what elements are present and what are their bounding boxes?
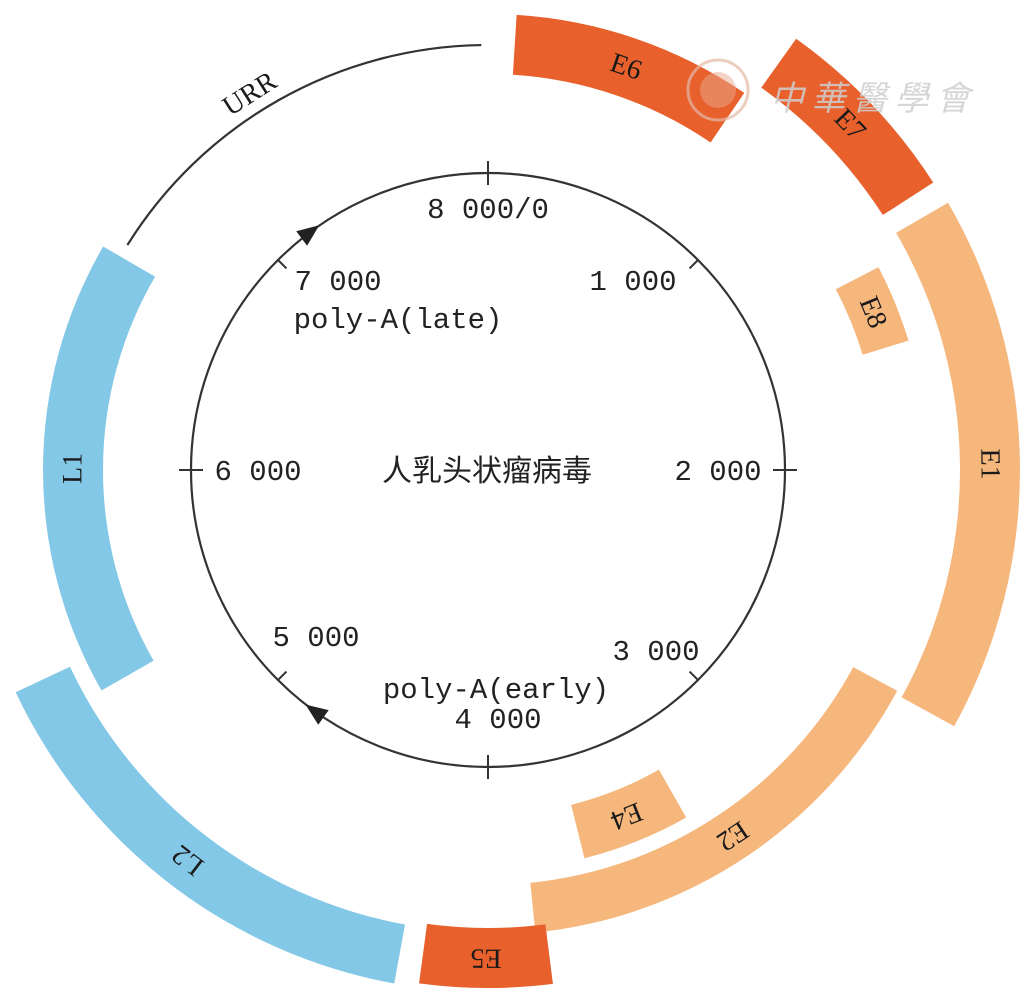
gene-e1: E1: [896, 202, 1021, 727]
tick-label: 7 000: [294, 266, 381, 299]
tick-label: 3 000: [612, 636, 699, 669]
seal-inner-icon: [700, 72, 736, 108]
gene-block-e8: [835, 267, 909, 355]
gene-e2: E2: [530, 667, 898, 933]
gene-block-e6: [512, 14, 745, 143]
polya-arrow-icon: [296, 225, 320, 246]
gene-block-e4: [571, 769, 687, 859]
tick-label: 1 000: [589, 266, 676, 299]
gene-e6: E6: [512, 14, 745, 143]
tick-mark: [277, 670, 288, 681]
polya-label: poly-A(early): [383, 674, 609, 707]
tick-mark: [688, 259, 699, 270]
gene-l1: L1: [42, 246, 156, 691]
tick-label: 5 000: [272, 622, 359, 655]
center-title: 人乳头状瘤病毒: [382, 454, 592, 489]
gene-label: E5: [470, 942, 501, 973]
gene-l2: L2: [15, 666, 405, 984]
gene-block-l1: [42, 246, 156, 691]
polya-label: poly-A(late): [294, 304, 503, 337]
polya-arrow-icon: [305, 704, 329, 725]
gene-e8: E8: [835, 267, 909, 355]
gene-label: L1: [57, 453, 88, 484]
urr-line: [126, 43, 482, 246]
tick-label: 8 000/0: [427, 194, 549, 227]
gene-e7: E7: [761, 38, 934, 216]
seal-icon: [686, 58, 750, 122]
tick-label: 4 000: [454, 704, 541, 737]
tick-label: 6 000: [214, 456, 301, 489]
gene-block-e1: [896, 202, 1021, 727]
gene-block-e5: [419, 923, 553, 988]
gene-block-l2: [15, 666, 405, 984]
tick-mark: [688, 670, 699, 681]
gene-e4: E4: [571, 769, 687, 859]
gene-block-e7: [761, 38, 934, 216]
tick-mark: [277, 259, 288, 270]
watermark-text: 中華醫學會: [770, 79, 975, 119]
urr-label: URR: [217, 65, 282, 122]
tick-label: 2 000: [674, 456, 761, 489]
gene-e5: E5: [419, 923, 553, 988]
gene-label: E1: [974, 448, 1005, 479]
gene-block-e2: [530, 667, 898, 933]
genome-circle: 8 000/0 1 000 2 000 3 000 4 000 5 000 6 000 7 0…: [179, 161, 797, 779]
